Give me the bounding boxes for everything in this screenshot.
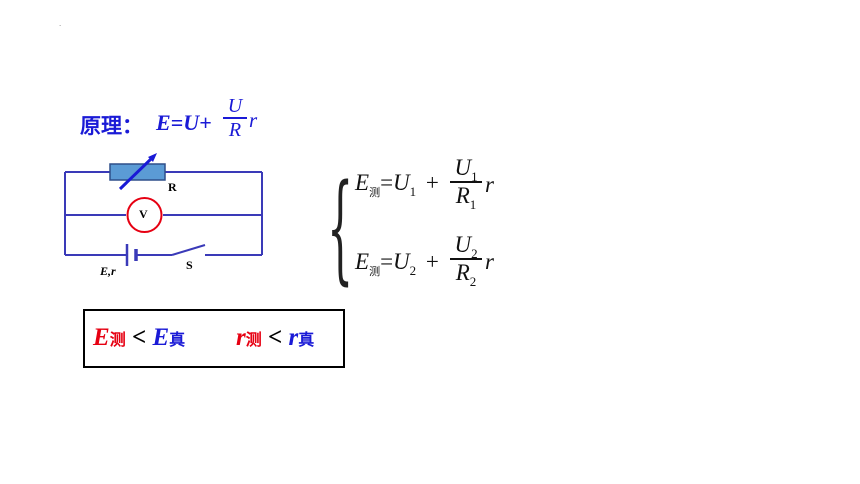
eq2-fraction: U2 R2 [450, 232, 482, 289]
principle-fraction-numerator: U [227, 95, 243, 117]
eq1-num-sub: 1 [471, 169, 478, 184]
eq1-plus: + [425, 170, 439, 195]
eq2-equals: = [380, 249, 394, 274]
eq1-tail-wrap: r [485, 172, 494, 198]
e-measured: E [93, 324, 110, 351]
eq2-lhs-sub: 测 [369, 265, 381, 278]
eq2-den-sub: 2 [469, 273, 477, 289]
e-measured-sub: 测 [109, 330, 126, 349]
eq2-fraction-bar [450, 258, 482, 260]
system-brace: { [327, 158, 354, 296]
rheostat-arrow-shaft [118, 156, 154, 191]
e-true-sub: 真 [169, 330, 186, 349]
eq2-tail: r [485, 249, 494, 274]
result-box: E测 < E真 r测 < r真 [83, 309, 345, 368]
switch-blade [171, 244, 206, 256]
voltmeter-circle [126, 197, 163, 233]
result-resistance: r测 < r真 [236, 324, 314, 352]
eq1-u: U [393, 170, 410, 195]
result-emf: E测 < E真 [93, 324, 185, 352]
eq1-lhs: E [355, 170, 370, 195]
eq1-den: R [455, 182, 470, 208]
principle-label: 原理： [80, 114, 143, 138]
eq2-tail-wrap: r [485, 249, 494, 275]
eq1-tail: r [485, 172, 494, 197]
equation-2: E测=U2 + [355, 249, 439, 278]
eq1-equals: = [380, 170, 394, 195]
eq2-plus: + [425, 249, 439, 274]
eq1-u-sub: 1 [409, 184, 417, 199]
resistor-label: R [168, 180, 177, 194]
eq1-num: U [454, 155, 472, 180]
principle-tail: r [249, 108, 258, 132]
voltmeter-label: V [139, 207, 148, 221]
principle-fraction-denominator: R [228, 119, 242, 141]
principle-expression: E=U+ [156, 110, 212, 135]
eq1-fraction-bar [450, 181, 482, 183]
less-than-1: < [131, 324, 147, 351]
eq2-num-sub: 2 [471, 246, 478, 261]
switch-label: S [186, 258, 193, 272]
eq1-lhs-sub: 测 [369, 186, 381, 199]
eq2-u: U [393, 249, 410, 274]
r-true-sub: 真 [298, 330, 315, 349]
eq2-lhs: E [355, 249, 370, 274]
battery-label: E,r [100, 264, 116, 278]
eq2-u-sub: 2 [409, 263, 417, 278]
principle-fraction: U R [222, 95, 248, 141]
corner-mark: . [59, 19, 62, 28]
principle-fraction-bar [223, 117, 247, 119]
eq1-fraction: U1 R1 [450, 155, 482, 212]
less-than-2: < [268, 324, 283, 351]
eq2-den: R [455, 259, 470, 285]
equation-1: E测=U1 + [355, 170, 439, 199]
r-measured-sub: 测 [245, 330, 262, 349]
r-measured: r [236, 324, 246, 351]
eq1-den-sub: 1 [469, 196, 477, 212]
rheostat-arrow-head [148, 153, 157, 162]
eq2-num: U [454, 232, 472, 257]
e-true: E [152, 324, 170, 351]
r-true: r [288, 324, 299, 351]
